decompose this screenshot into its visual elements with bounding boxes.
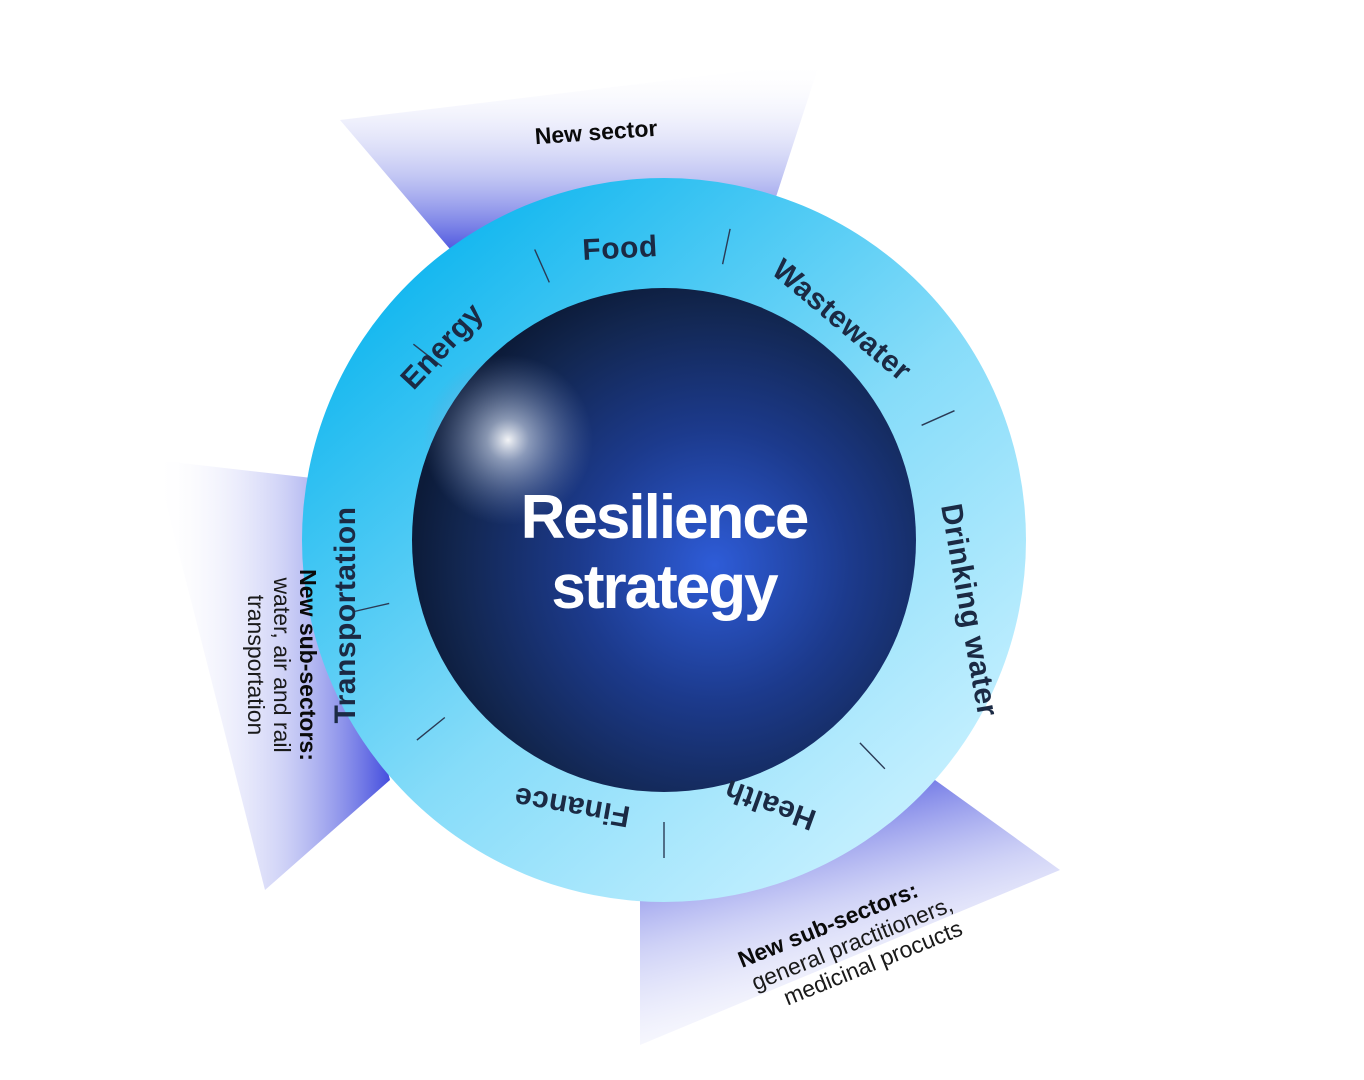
sector-divider bbox=[859, 742, 886, 770]
callout-left: New sub-sectors: water, air and rail tra… bbox=[243, 569, 321, 761]
sector-label-transportation: Transportation bbox=[329, 506, 362, 723]
beam-bottom bbox=[640, 780, 1060, 1045]
callout-left-line1: water, air and rail bbox=[269, 576, 295, 752]
callout-left-heading: New sub-sectors: bbox=[295, 569, 321, 761]
center-title-line2: strategy bbox=[551, 553, 779, 622]
sector-divider bbox=[412, 343, 443, 367]
sphere-highlight bbox=[423, 355, 593, 525]
sector-divider bbox=[721, 228, 731, 265]
sector-label-food: Food bbox=[582, 230, 659, 267]
sector-divider bbox=[416, 716, 446, 741]
sector-divider bbox=[354, 602, 390, 613]
sector-divider bbox=[921, 410, 955, 426]
center-title-line1: Resilience bbox=[521, 483, 808, 552]
sector-divider bbox=[534, 249, 550, 283]
callout-left-line2: transportation bbox=[243, 595, 269, 736]
sector-dividers bbox=[354, 228, 955, 858]
